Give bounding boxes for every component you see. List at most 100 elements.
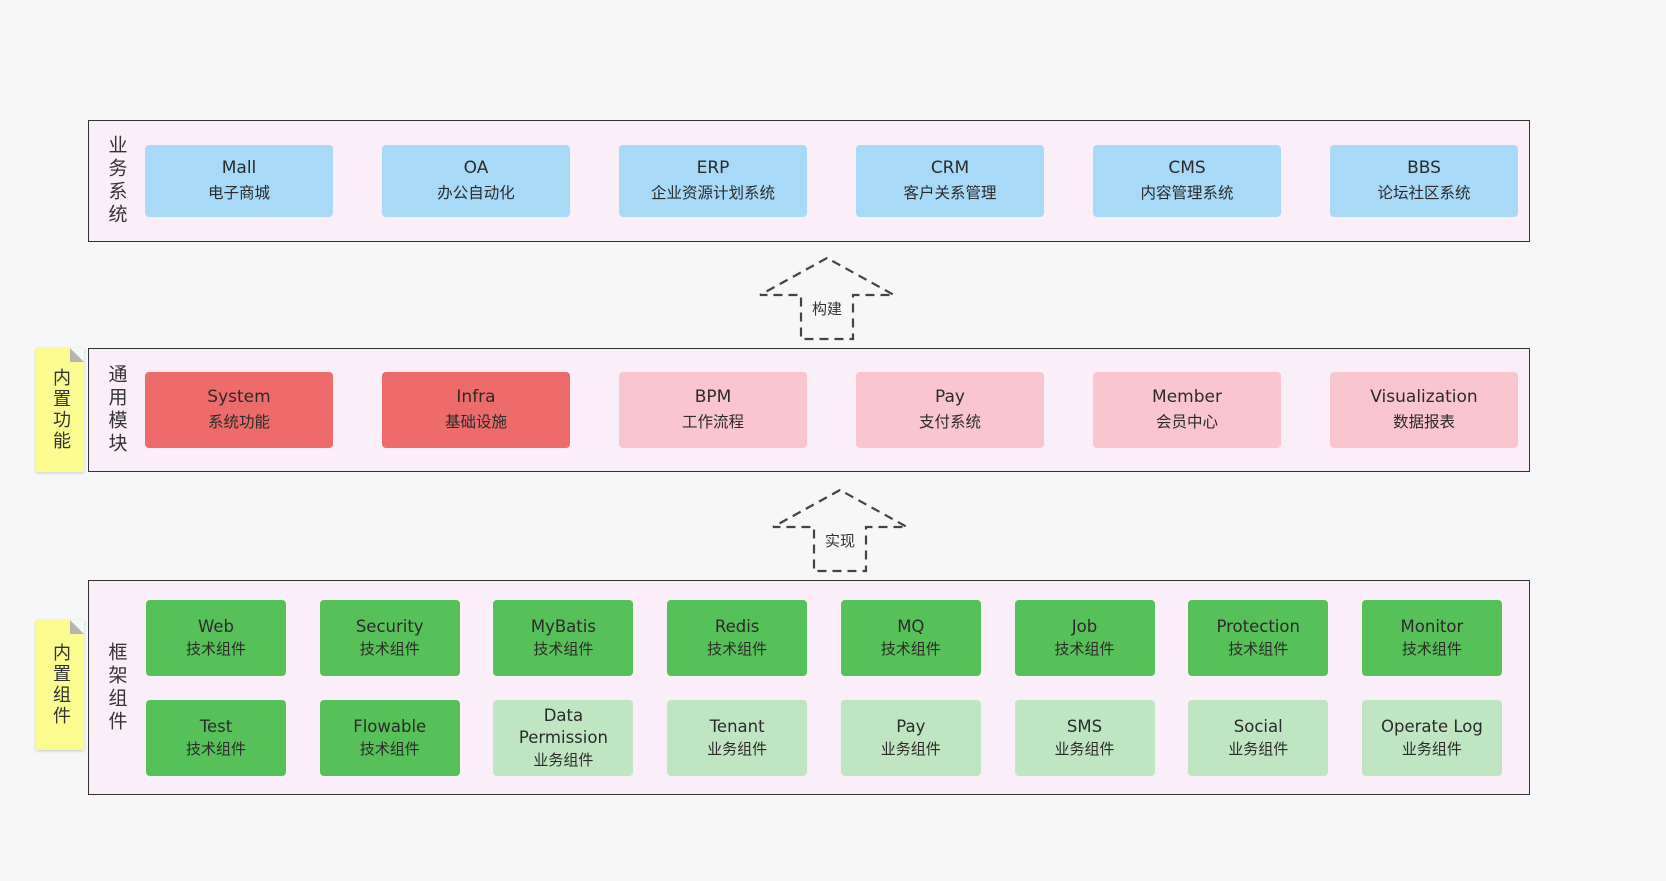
sticky-built-in-functions-label: 内置功能 — [50, 368, 71, 452]
box-job: Job 技术组件 — [1014, 599, 1155, 676]
box-protection: Protection 技术组件 — [1188, 599, 1329, 676]
box-subtitle: 办公自动化 — [437, 184, 515, 202]
box-subtitle: 技术组件 — [707, 639, 768, 658]
sticky-built-in-components: 内置组件 — [36, 620, 84, 750]
box-title: Pay — [935, 387, 965, 407]
framework-components-panel: 框架组件 Web 技术组件 Security 技术组件 MyBatis 技术组件… — [88, 580, 1530, 795]
box-pay-component: Pay 业务组件 — [840, 699, 981, 776]
box-title: ERP — [696, 158, 730, 178]
arrow-build-label: 构建 — [808, 297, 846, 320]
box-web: Web 技术组件 — [146, 599, 286, 676]
box-subtitle: 技术组件 — [1401, 639, 1462, 658]
panel-label-modules-wrap: 通用模块 — [89, 349, 145, 471]
box-subtitle: 基础设施 — [444, 413, 507, 431]
box-subtitle: 技术组件 — [533, 639, 594, 658]
box-bpm: BPM 工作流程 — [619, 372, 807, 448]
box-title: Security — [355, 616, 424, 636]
box-title: SMS — [1066, 716, 1103, 736]
box-social: Social 业务组件 — [1188, 699, 1329, 776]
box-monitor: Monitor 技术组件 — [1361, 599, 1502, 676]
box-mq: MQ 技术组件 — [840, 599, 981, 676]
panel-label-modules: 通用模块 — [105, 364, 128, 456]
panel-label-components: 框架组件 — [105, 641, 128, 734]
box-title: Tenant — [709, 716, 765, 736]
box-mybatis: MyBatis 技术组件 — [493, 599, 634, 676]
box-subtitle: 技术组件 — [1054, 639, 1115, 658]
box-subtitle: 技术组件 — [880, 639, 941, 658]
box-operate-log: Operate Log 业务组件 — [1361, 699, 1502, 776]
box-title: Member — [1152, 387, 1222, 407]
box-title: Mall — [221, 158, 257, 178]
box-subtitle: 技术组件 — [359, 639, 420, 658]
up-arrow-icon — [759, 256, 895, 341]
box-pay-module: Pay 支付系统 — [856, 372, 1044, 448]
panel-label-components-wrap: 框架组件 — [89, 581, 145, 794]
box-subtitle: 业务组件 — [1228, 739, 1289, 758]
box-cms: CMS 内容管理系统 — [1093, 145, 1281, 217]
box-subtitle: 技术组件 — [185, 739, 246, 758]
box-title: Pay — [896, 716, 926, 736]
box-title: System — [207, 387, 271, 407]
box-title: Data Permission — [518, 705, 608, 747]
box-title: CMS — [1168, 158, 1206, 178]
box-test: Test 技术组件 — [146, 699, 286, 776]
components-boxes-grid: Web 技术组件 Security 技术组件 MyBatis 技术组件 Redi… — [145, 581, 1529, 794]
box-bbs: BBS 论坛社区系统 — [1330, 145, 1518, 217]
box-title: OA — [463, 158, 489, 178]
up-arrow-icon — [772, 488, 908, 573]
box-title: Infra — [456, 387, 496, 407]
box-redis: Redis 技术组件 — [667, 599, 808, 676]
common-modules-panel: 通用模块 System 系统功能 Infra 基础设施 BPM 工作流程 Pay… — [88, 348, 1530, 472]
box-tenant: Tenant 业务组件 — [667, 699, 808, 776]
box-visualization: Visualization 数据报表 — [1330, 372, 1518, 448]
box-subtitle: 业务组件 — [533, 750, 594, 769]
box-oa: OA 办公自动化 — [382, 145, 570, 217]
box-subtitle: 技术组件 — [185, 639, 246, 658]
box-title: Protection — [1216, 616, 1300, 636]
box-subtitle: 支付系统 — [918, 413, 981, 431]
box-title: Job — [1071, 616, 1098, 636]
box-title: Operate Log — [1380, 716, 1483, 736]
box-flowable: Flowable 技术组件 — [319, 699, 460, 776]
panel-label-business-wrap: 业务系统 — [89, 121, 145, 241]
box-infra: Infra 基础设施 — [382, 372, 570, 448]
box-title: MQ — [897, 616, 925, 636]
box-title: BPM — [694, 387, 732, 407]
box-title: CRM — [930, 158, 970, 178]
box-crm: CRM 客户关系管理 — [856, 145, 1044, 217]
box-subtitle: 技术组件 — [1228, 639, 1289, 658]
business-boxes-row: Mall 电子商城 OA 办公自动化 ERP 企业资源计划系统 CRM 客户关系… — [145, 121, 1531, 241]
box-mall: Mall 电子商城 — [145, 145, 333, 217]
box-title: Visualization — [1370, 387, 1478, 407]
box-subtitle: 业务组件 — [880, 739, 941, 758]
arrow-build: 构建 — [757, 255, 897, 343]
box-subtitle: 会员中心 — [1155, 413, 1218, 431]
business-systems-panel: 业务系统 Mall 电子商城 OA 办公自动化 ERP 企业资源计划系统 CRM… — [88, 120, 1530, 242]
box-data-permission: Data Permission 业务组件 — [493, 699, 634, 776]
box-subtitle: 业务组件 — [1401, 739, 1462, 758]
box-subtitle: 客户关系管理 — [903, 184, 997, 202]
box-subtitle: 论坛社区系统 — [1377, 184, 1471, 202]
box-title: Web — [198, 616, 234, 636]
box-security: Security 技术组件 — [319, 599, 460, 676]
panel-label-business: 业务系统 — [105, 135, 128, 227]
box-subtitle: 工作流程 — [681, 413, 744, 431]
box-subtitle: 系统功能 — [207, 413, 270, 431]
box-subtitle: 数据报表 — [1392, 413, 1455, 431]
box-title: Test — [199, 716, 233, 736]
box-title: MyBatis — [530, 616, 596, 636]
box-subtitle: 电子商城 — [207, 184, 270, 202]
box-sms: SMS 业务组件 — [1014, 699, 1155, 776]
box-title: Redis — [714, 616, 760, 636]
arrow-implement-label: 实现 — [821, 529, 859, 552]
box-title: BBS — [1407, 158, 1441, 178]
box-subtitle: 业务组件 — [1054, 739, 1115, 758]
sticky-built-in-functions: 内置功能 — [36, 348, 84, 472]
modules-boxes-row: System 系统功能 Infra 基础设施 BPM 工作流程 Pay 支付系统… — [145, 349, 1531, 471]
box-subtitle: 技术组件 — [359, 739, 420, 758]
box-subtitle: 内容管理系统 — [1140, 184, 1234, 202]
box-subtitle: 企业资源计划系统 — [650, 184, 775, 202]
box-system: System 系统功能 — [145, 372, 333, 448]
box-title: Monitor — [1400, 616, 1464, 636]
